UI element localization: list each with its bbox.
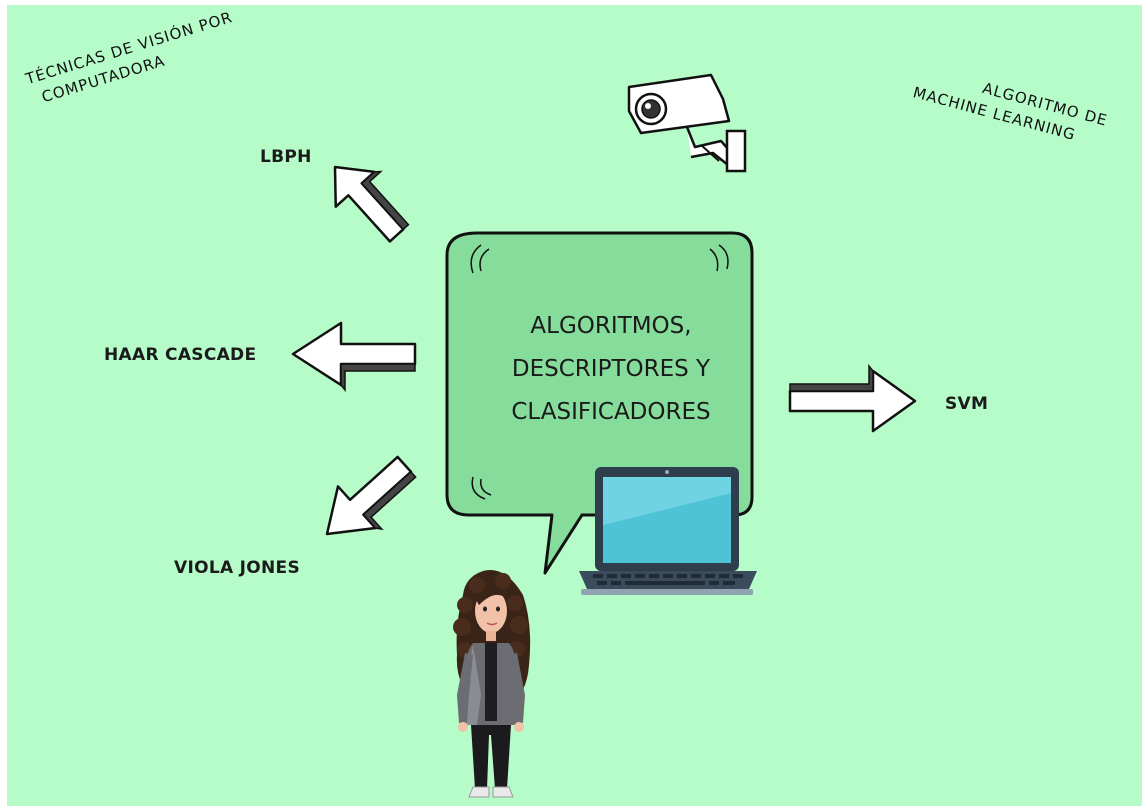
arrow-to-svm <box>788 363 917 433</box>
node-viola-jones: VIOLA JONES <box>174 558 301 578</box>
laptop-icon <box>579 467 757 595</box>
node-svm: SVM <box>945 394 989 414</box>
node-haar-cascade: HAAR CASCADE <box>104 345 257 365</box>
node-lbph: LBPH <box>260 147 312 167</box>
diagram-graphics <box>291 73 917 798</box>
central-line-2: DESCRIPTORES Y <box>511 356 711 382</box>
central-line-3: CLASIFICADORES <box>511 399 711 425</box>
avatar-illustration <box>453 570 531 798</box>
security-camera-icon <box>627 73 747 173</box>
arrow-to-lbph <box>333 165 410 243</box>
arrow-to-haar <box>291 321 417 393</box>
central-line-1: ALGORITMOS, <box>530 313 692 339</box>
central-concept: ALGORITMOS, DESCRIPTORES Y CLASIFICADORE… <box>462 305 760 434</box>
diagram-canvas: TÉCNICAS DE VISIÓN POR COMPUTADORA ALGOR… <box>7 5 1142 806</box>
arrow-to-viola <box>325 455 417 536</box>
